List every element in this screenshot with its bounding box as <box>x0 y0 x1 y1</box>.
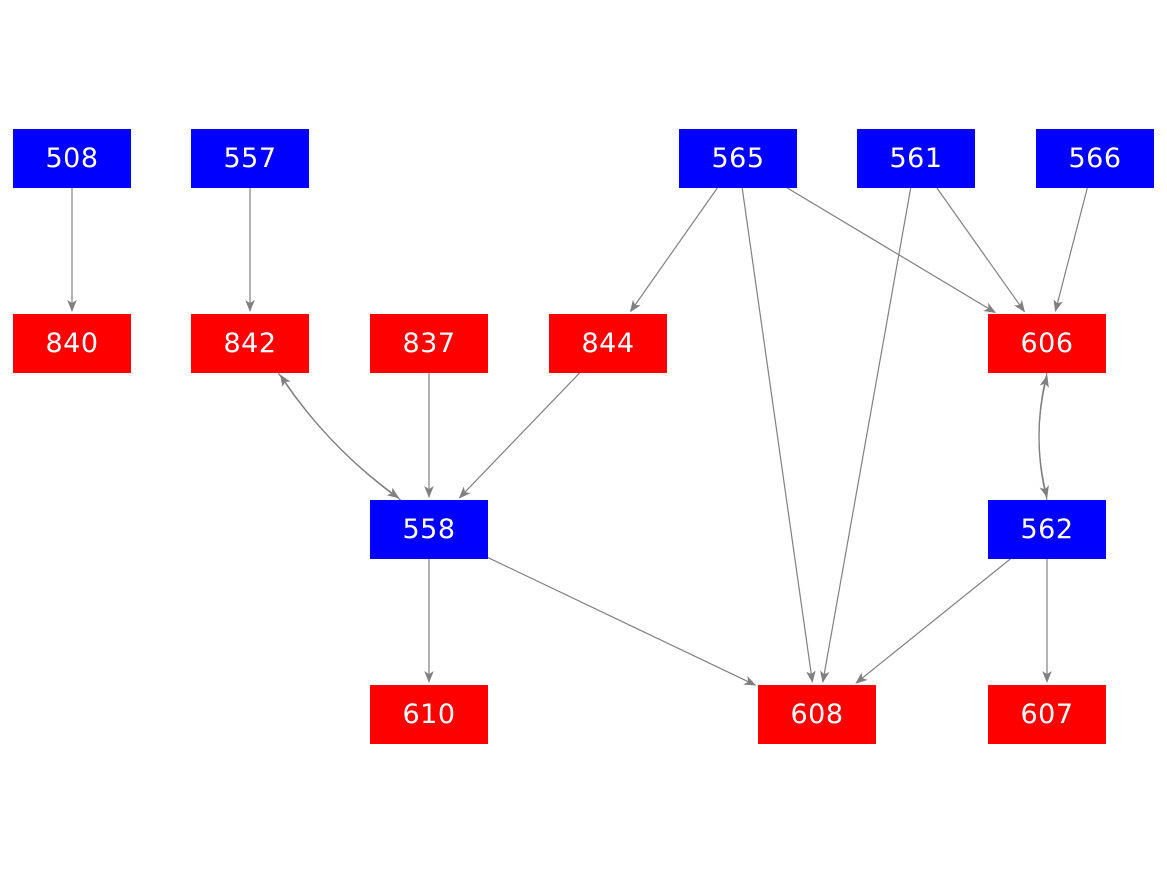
graph-node-label: 608 <box>790 699 844 730</box>
graph-node-label: 561 <box>889 143 943 174</box>
edge-group <box>67 187 1088 686</box>
graph-node-610[interactable]: 610 <box>370 685 488 744</box>
graph-node-label: 607 <box>1020 699 1074 730</box>
graph-edge-566-to-606 <box>1053 187 1088 313</box>
graph-node-842[interactable]: 842 <box>191 314 309 373</box>
graph-node-606[interactable]: 606 <box>988 314 1106 373</box>
graph-node-508[interactable]: 508 <box>13 129 131 188</box>
graph-edge-561-to-608 <box>820 187 912 683</box>
graph-node-label: 840 <box>45 328 99 359</box>
graph-node-565[interactable]: 565 <box>679 129 797 188</box>
graph-node-label: 606 <box>1020 328 1074 359</box>
graph-edge-562-to-608 <box>855 558 1011 684</box>
graph-node-label: 565 <box>711 143 765 174</box>
graph-edge-561-to-606 <box>936 187 1025 313</box>
graph-edge-565-to-844 <box>629 187 718 313</box>
graph-node-844[interactable]: 844 <box>549 314 667 373</box>
graph-node-566[interactable]: 566 <box>1036 129 1154 188</box>
graph-node-label: 837 <box>402 328 456 359</box>
graph-node-561[interactable]: 561 <box>857 129 975 188</box>
graph-node-label: 558 <box>402 514 456 545</box>
graph-edge-565-to-608 <box>741 187 816 683</box>
graph-edge-844-to-558 <box>458 372 581 499</box>
graph-edge-562-to-606 <box>1038 375 1049 501</box>
graph-node-837[interactable]: 837 <box>370 314 488 373</box>
graph-node-label: 844 <box>581 328 635 359</box>
graph-edge-558-to-842 <box>279 374 401 501</box>
graph-node-607[interactable]: 607 <box>988 685 1106 744</box>
graph-node-608[interactable]: 608 <box>758 685 876 744</box>
graph-node-label: 557 <box>223 143 277 174</box>
graph-node-562[interactable]: 562 <box>988 500 1106 559</box>
graph-node-840[interactable]: 840 <box>13 314 131 373</box>
graph-node-557[interactable]: 557 <box>191 129 309 188</box>
graph-edge-565-to-606 <box>786 187 997 314</box>
graph-node-558[interactable]: 558 <box>370 500 488 559</box>
graph-node-label: 562 <box>1020 514 1074 545</box>
graph-node-label: 610 <box>402 699 456 730</box>
graph-node-label: 842 <box>223 328 277 359</box>
graph-node-label: 508 <box>45 143 99 174</box>
graph-edge-842-to-558 <box>277 372 400 499</box>
graph-edge-558-to-608 <box>487 557 757 686</box>
graph-node-label: 566 <box>1068 143 1122 174</box>
